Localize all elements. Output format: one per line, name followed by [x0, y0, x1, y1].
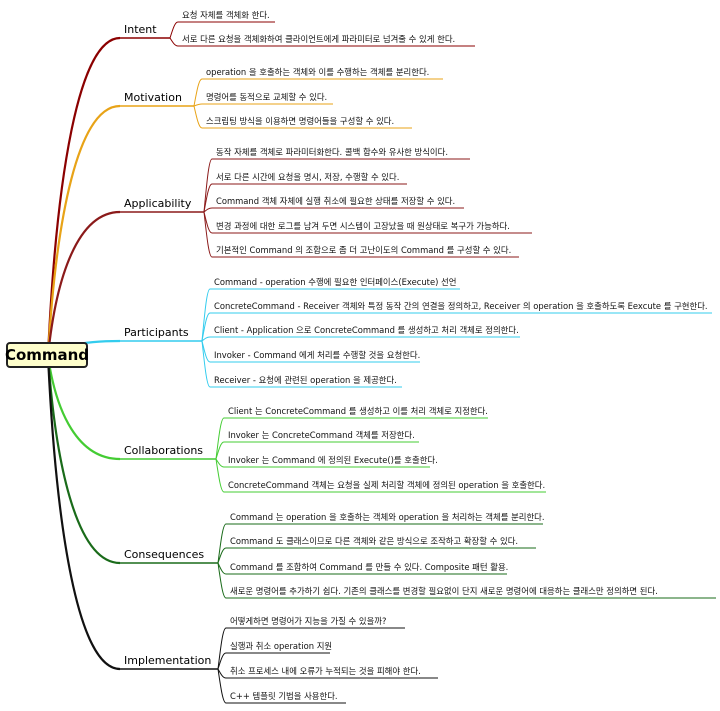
root-label: Command [4, 346, 90, 364]
leaf-item-consequences: 새로운 명령어를 추가하기 쉽다. 기존의 클래스를 변경할 필요없이 단지 새… [230, 586, 658, 596]
leaf-connector [215, 417, 225, 460]
leaf-connector [203, 211, 213, 258]
leaf-connector [217, 668, 227, 704]
leaf-item-participants: ConcreteCommand - Receiver 객체와 특정 동작 간의 … [214, 301, 708, 311]
leaf-item-participants: Receiver - 요청에 관련된 operation 을 제공한다. [214, 375, 397, 385]
leaf-item-applicability: 동작 자체를 객체로 파라미터화한다. 콜백 함수와 유사한 방식이다. [216, 147, 448, 157]
leaf-item-motivation: operation 을 호출하는 객체와 이를 수행하는 객체를 분리한다. [206, 67, 430, 77]
leaf-connector [217, 627, 227, 670]
leaf-item-participants: Client - Application 으로 ConcreteCommand … [214, 325, 519, 335]
branch-label-participants[interactable]: Participants [124, 326, 189, 339]
leaf-item-implementation: 어떻게하면 명령어가 지능을 가질 수 있을까? [230, 616, 387, 626]
leaf-connector [201, 288, 211, 342]
branch-connector-collaborations [46, 355, 121, 461]
leaf-connector [203, 207, 213, 213]
leaf-connector [217, 562, 227, 599]
leaf-connector [215, 458, 225, 493]
leaf-connector [215, 441, 225, 460]
branch-label-implementation[interactable]: Implementation [124, 654, 212, 667]
leaf-connector [217, 668, 227, 679]
leaf-connector [193, 105, 203, 129]
leaf-connector [201, 312, 211, 342]
leaf-connector [193, 78, 203, 107]
leaf-item-applicability: Command 객체 자체에 실행 취소에 필요한 상태를 저장할 수 있다. [216, 196, 456, 206]
branch-connector-implementation [46, 355, 121, 671]
leaf-item-implementation: 실행과 취소 operation 지원 [230, 641, 333, 651]
leaf-item-applicability: 기본적인 Command 의 조합으로 좀 더 고난이도의 Command 를 … [216, 245, 512, 255]
branch-label-applicability[interactable]: Applicability [124, 197, 192, 210]
leaf-connector [201, 336, 211, 342]
leaf-item-collaborations: Invoker 는 ConcreteCommand 객체를 저장한다. [228, 430, 415, 440]
leaf-connector [169, 21, 179, 39]
leaf-item-implementation: 취소 프로세스 내에 오류가 누적되는 것을 피해야 한다. [230, 666, 421, 676]
leaf-connector [217, 523, 227, 564]
leaf-connector [169, 37, 179, 47]
root-node[interactable]: Command [4, 342, 90, 368]
leaf-connector [217, 547, 227, 564]
branch-connector-intent [46, 36, 121, 357]
branch-connector-consequences [46, 355, 121, 565]
leaf-item-applicability: 서로 다른 시간에 요청을 명시, 저장, 수행할 수 있다. [216, 172, 400, 182]
leaf-item-motivation: 스크립팅 방식을 이용하면 명령어들을 구성할 수 있다. [206, 116, 395, 126]
branch-connector-motivation [46, 104, 121, 357]
leaf-connector [217, 652, 227, 670]
branch-label-motivation[interactable]: Motivation [124, 91, 182, 104]
leaf-item-intent: 서로 다른 요청을 객체화하여 클라이언트에게 파라미터로 넘겨줄 수 있게 한… [182, 34, 456, 44]
branch-connector-applicability [46, 210, 121, 357]
leaf-item-collaborations: Invoker 는 Command 에 정의된 Execute()를 호출한다. [228, 455, 438, 465]
leaf-connector [201, 340, 211, 388]
leaf-item-consequences: Command 를 조합하여 Command 를 만들 수 있다. Compos… [230, 562, 509, 572]
leaf-connector [215, 458, 225, 468]
leaf-item-applicability: 변경 과정에 대한 로그를 남겨 두면 시스템이 고장났을 때 원상태로 복구가… [216, 221, 510, 231]
leaf-item-collaborations: Client 는 ConcreteCommand 를 생성하고 이를 처리 객체… [228, 406, 488, 416]
leaf-item-participants: Invoker - Command 에게 처리를 수행할 것을 요청한다. [214, 350, 421, 360]
leaf-connector [203, 183, 213, 213]
leaf-item-intent: 요청 자체를 객체화 한다. [182, 10, 270, 20]
branch-label-intent[interactable]: Intent [124, 23, 157, 36]
branch-label-consequences[interactable]: Consequences [124, 548, 205, 561]
leaf-connector [203, 158, 213, 213]
branch-label-collaborations[interactable]: Collaborations [124, 444, 204, 457]
leaf-item-consequences: Command 도 클래스이므로 다른 객체와 같은 방식으로 조작하고 확장할… [230, 536, 519, 546]
leaf-item-motivation: 명령어를 동적으로 교체할 수 있다. [206, 92, 328, 102]
leaf-item-consequences: Command 는 operation 을 호출하는 객체와 operation… [230, 512, 545, 522]
leaf-item-implementation: C++ 템플릿 기법을 사용한다. [230, 691, 338, 701]
leaf-connector [193, 103, 203, 107]
leaf-item-collaborations: ConcreteCommand 객체는 요청을 실제 처리할 객체에 정의된 o… [228, 480, 546, 490]
leaf-item-participants: Command - operation 수행에 필요한 인터페이스(Execut… [214, 277, 457, 287]
